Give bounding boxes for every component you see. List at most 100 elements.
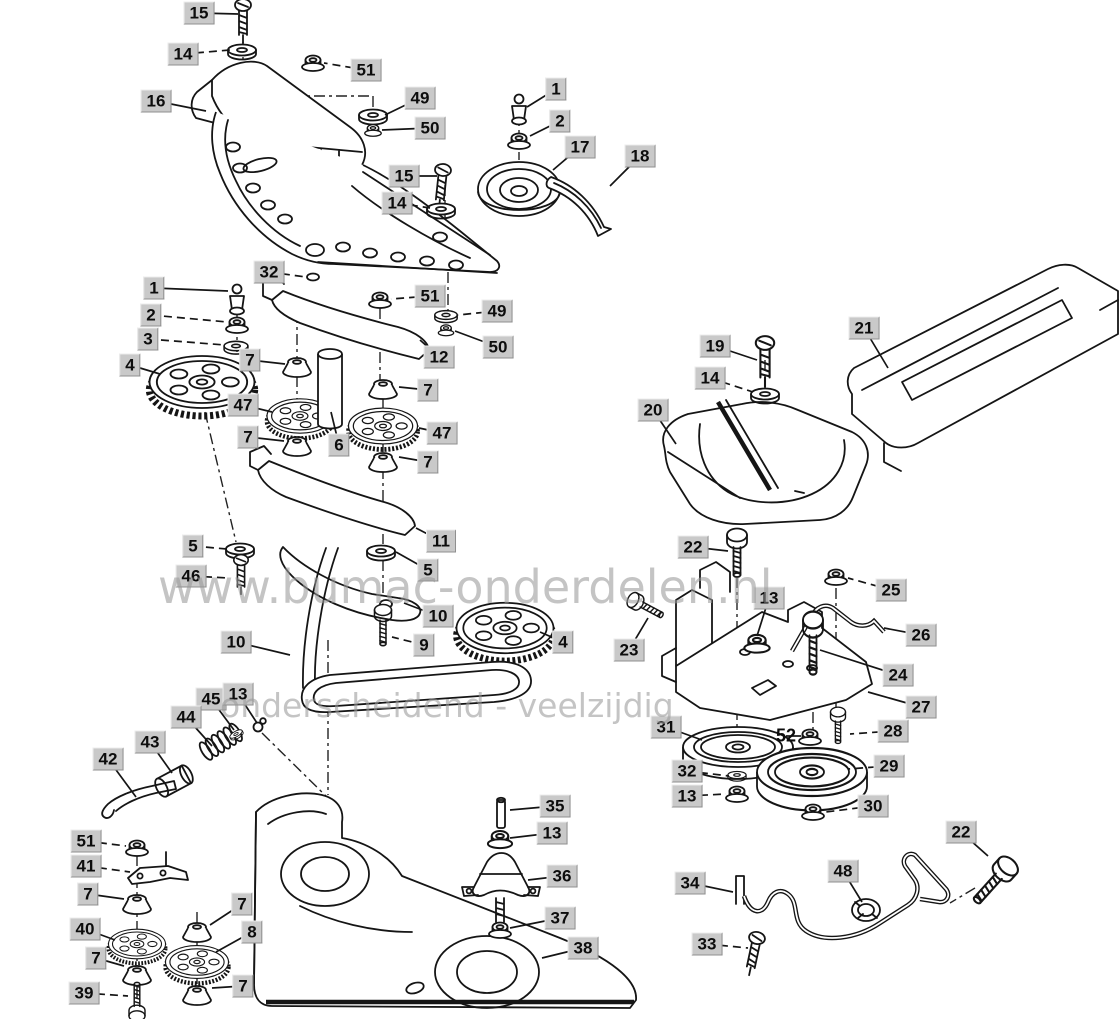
part-label-46: 46 [175,564,207,588]
part-label-51: 51 [70,829,102,853]
part-label-32: 32 [253,260,285,284]
part-label-49: 49 [481,299,513,323]
part-33-screw [740,929,767,978]
part-label-10: 10 [220,630,252,654]
part-16-baffle-housing [190,60,501,282]
part-label-35: 35 [539,794,571,818]
part-2-nut-top [507,132,531,150]
part-label-27: 27 [905,695,937,719]
part-label-7: 7 [239,348,261,372]
part-label-36: 36 [546,864,578,888]
part-8-pulley [166,946,229,984]
part-37-bolt [488,897,512,939]
part-15-screw-b [430,162,453,210]
part-1-bolt-left [229,283,245,316]
part-13-nut-b [725,785,749,803]
part-label-43: 43 [134,730,166,754]
part-36-bracket [461,852,541,897]
part-49-washer [358,108,388,126]
part-label-2: 2 [140,303,162,327]
part-label-28: 28 [877,719,909,743]
part-label-24: 24 [882,663,914,687]
part-label-13: 13 [753,586,785,610]
part-label-34: 34 [674,871,706,895]
part-label-38: 38 [567,936,599,960]
part-label-47: 47 [426,421,458,445]
part-label-16: 16 [140,89,172,113]
part-7-washer-g [182,922,212,943]
part-label-7: 7 [237,425,259,449]
part-7-cup-washer-d [368,452,398,473]
part-label-3: 3 [137,327,159,351]
part-35-pin [496,796,506,829]
part-13-nut-e [486,830,514,850]
part-5-washer-right [366,544,396,562]
part-50-nut-b [437,324,455,337]
part-label-14: 14 [381,191,413,215]
part-label-32: 32 [671,759,703,783]
part-label-5: 5 [182,534,204,558]
part-label-48: 48 [827,859,859,883]
part-20-discharge-chute [662,399,869,525]
part-25-nut [824,568,848,586]
part-7-cup-washer [282,357,312,378]
part-label-44: 44 [170,705,202,729]
part-label-17: 17 [564,135,596,159]
part-label-10: 10 [422,604,454,628]
part-30-nut [801,803,825,821]
part-label-2: 2 [549,109,571,133]
part-label-47: 47 [227,393,259,417]
part-label-13: 13 [671,784,703,808]
part-44-spring [198,722,243,761]
part-17-pulley [477,161,561,217]
part-label-51: 51 [350,58,382,82]
part-label-45: 45 [195,687,227,711]
part-label-25: 25 [875,578,907,602]
part-7-washer-h [182,985,212,1006]
part-23-bolt [623,589,668,624]
part-15-screw [234,0,252,44]
part-4-toothed-pulley-right [457,603,554,661]
part-label-31: 31 [650,715,682,739]
part-label-29: 29 [873,754,905,778]
part-label-6: 6 [328,433,350,457]
part-label-49: 49 [404,86,436,110]
leader-line-2 [150,314,228,323]
part-46-bolt [232,553,250,596]
part-label-7: 7 [232,974,254,998]
part-label-41: 41 [70,854,102,878]
part-50-nut [364,123,382,137]
part-label-8: 8 [241,920,263,944]
part-38-deck-section [253,792,637,1009]
part-9-bolt [373,603,393,647]
part-7-washer-e [122,894,152,915]
part-34-rod [735,851,951,941]
part-40-pulley [106,927,168,966]
part-label-42: 42 [92,747,124,771]
part-label-22: 22 [677,535,709,559]
part-52-nut [798,728,822,746]
part-22-bolt-b [966,851,1023,911]
part-51-nut-bracket [368,291,392,309]
part-label-21: 21 [848,316,880,340]
part-29-flat-pulley [755,746,869,812]
part-label-40: 40 [69,917,101,941]
part-label-1: 1 [143,276,165,300]
part-label-20: 20 [637,398,669,422]
part-2-nut-left [225,316,249,334]
part-label-26: 26 [905,623,937,647]
part-label-37: 37 [544,906,576,930]
part-label-50: 50 [414,116,446,140]
part-11-bracket [249,445,416,536]
part-label-30: 30 [857,794,889,818]
part-7-cup-washer-c [368,379,398,400]
part-label-15: 15 [183,1,215,25]
part-label-14: 14 [167,42,199,66]
part-label-4: 4 [119,353,141,377]
part-10-idler-arm [279,546,422,622]
leader-line-1 [153,287,229,292]
part-label-7: 7 [231,892,253,916]
part-label-13: 13 [536,821,568,845]
part-label-11: 11 [426,529,456,553]
part-label-12: 12 [423,345,455,369]
